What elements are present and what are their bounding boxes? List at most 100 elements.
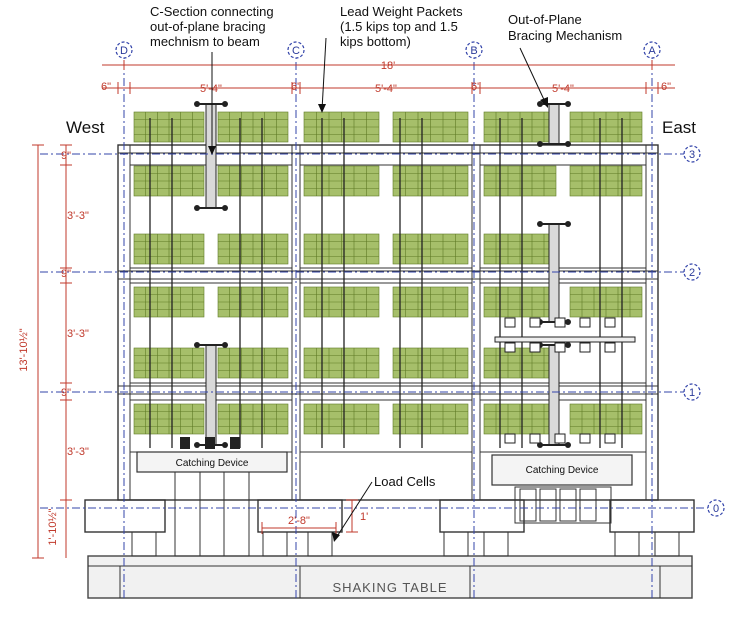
catching-device-east: Catching Device [491, 454, 633, 524]
story-height-dim-1: 3'-3" [67, 446, 89, 458]
bracket-block [579, 342, 591, 353]
bracket-plate [494, 336, 636, 343]
cell-spacing-dim: 2'-8" [288, 515, 310, 527]
bracket-block [504, 342, 516, 353]
overall-height-dim: 13'-10½" [18, 328, 30, 371]
lead-weight-packet [133, 347, 205, 379]
c-section-line-3: mechnism to beam [150, 34, 260, 49]
lead-weight-packet [303, 347, 380, 379]
bracket-block [604, 317, 616, 328]
grid-axes [40, 46, 708, 600]
bracket-block [554, 317, 566, 328]
catching-post [180, 437, 190, 449]
lead-weight-packet [133, 165, 205, 197]
out-of-plane-brace [194, 342, 228, 448]
west-label: West [66, 118, 105, 137]
shaking-table: SHAKING TABLE [87, 555, 693, 599]
column-marker-b: B [470, 45, 477, 57]
lead-weight-packet [133, 403, 205, 435]
lead-weight-packet [483, 286, 557, 318]
lead-weight-packet [569, 165, 643, 197]
base-height-dim: 1'-10½" [47, 508, 59, 545]
catching-device-east-label: Catching Device [526, 465, 599, 476]
lead-weight-packet [133, 111, 205, 143]
annotation-load-cells: Load Cells [332, 474, 436, 542]
story-height-dim-3: 3'-3" [67, 210, 89, 222]
bracket-block [579, 317, 591, 328]
edge-width-dim-west: 6" [101, 81, 111, 93]
cell-height-dim: 1' [360, 511, 368, 523]
lead-weight-packet [392, 233, 469, 265]
annotation-bracing: Out-of-Plane Bracing Mechanism [508, 12, 622, 108]
edge-width-dim-c: 6" [291, 81, 301, 93]
catching-device-west: Catching Device [136, 451, 288, 557]
lead-weight-packet [483, 233, 557, 265]
bracket-block [554, 433, 566, 444]
bracket-block [529, 342, 541, 353]
lead-weight-packet [303, 286, 380, 318]
lead-weight-line-3: kips bottom) [340, 34, 411, 49]
lead-weight-packet [483, 403, 557, 435]
east-label: East [662, 118, 696, 137]
lead-weight-packet [303, 233, 380, 265]
catching-post [230, 437, 240, 449]
lead-weight-packet [133, 286, 205, 318]
lead-weight-packet [569, 403, 643, 435]
lead-weight-packet [217, 347, 289, 379]
level-markers: 3 2 1 0 [683, 145, 725, 517]
bracket-block [529, 317, 541, 328]
lead-weight-packet [483, 111, 557, 143]
c-section-line-2: out-of-plane bracing [150, 19, 266, 34]
level-marker-0: 0 [713, 503, 719, 515]
bracket-block [529, 433, 541, 444]
level-marker-1: 1 [689, 387, 695, 399]
bracket-block [604, 433, 616, 444]
lead-weight-packet [483, 347, 557, 379]
lead-weight-packet [217, 286, 289, 318]
catching-device-west-label: Catching Device [176, 458, 249, 469]
lead-weight-line-2: (1.5 kips top and 1.5 [340, 19, 458, 34]
bracing-mechanisms [180, 101, 636, 449]
c-section-line-1: C-Section connecting [150, 4, 274, 19]
load-cell-dimensions: 2'-8" 1' [261, 499, 368, 534]
level-marker-3: 3 [689, 149, 695, 161]
catching-post [205, 437, 215, 449]
column-markers: D C B A [115, 41, 661, 59]
overall-width-dim: 18' [381, 60, 395, 72]
out-of-plane-brace [537, 221, 571, 325]
edge-width-dim-east: 6" [661, 81, 671, 93]
lead-weight-packet [392, 286, 469, 318]
lead-weight-packet [303, 111, 380, 143]
bay-width-dim-east: 5'-4" [552, 83, 574, 95]
lead-weight-packet [217, 403, 289, 435]
beam-depth-dim-3: 9" [61, 150, 71, 162]
edge-width-dim-b: 6" [471, 81, 481, 93]
lead-weight-packet [392, 403, 469, 435]
lead-weight-packet [133, 233, 205, 265]
out-of-plane-brace [537, 101, 571, 147]
bracing-line-1: Out-of-Plane [508, 12, 582, 27]
lead-weight-packet [303, 403, 380, 435]
lead-weight-packet [569, 286, 643, 318]
beam-depth-dim-2: 9" [61, 268, 71, 280]
bracing-line-2: Bracing Mechanism [508, 28, 622, 43]
shaking-table-label: SHAKING TABLE [332, 580, 447, 595]
bay-width-dim-middle: 5'-4" [375, 83, 397, 95]
beam-depth-dim-1: 9" [61, 387, 71, 399]
lead-weight-packet [217, 165, 289, 197]
column-marker-a: A [648, 45, 656, 57]
lead-weight-packet [217, 233, 289, 265]
left-dimensions: 13'-10½" 9" 3'-3" 9" 3'-3" 9" 3'-3" 1'-1… [18, 144, 89, 559]
top-dimensions: 18' 6" 5'-4" 6" 5'-4" 6" 5'-4" 6" [101, 60, 675, 95]
annotation-c-section: C-Section connecting out-of-plane bracin… [150, 4, 274, 155]
hanger-rods [149, 118, 623, 448]
lead-weight-packet [217, 111, 289, 143]
story-height-dim-2: 3'-3" [67, 328, 89, 340]
load-cells-label: Load Cells [374, 474, 436, 489]
lead-weight-packet [392, 111, 469, 143]
lead-weight-packets [133, 111, 643, 435]
bracket-block [554, 342, 566, 353]
lead-weight-packet [303, 165, 380, 197]
